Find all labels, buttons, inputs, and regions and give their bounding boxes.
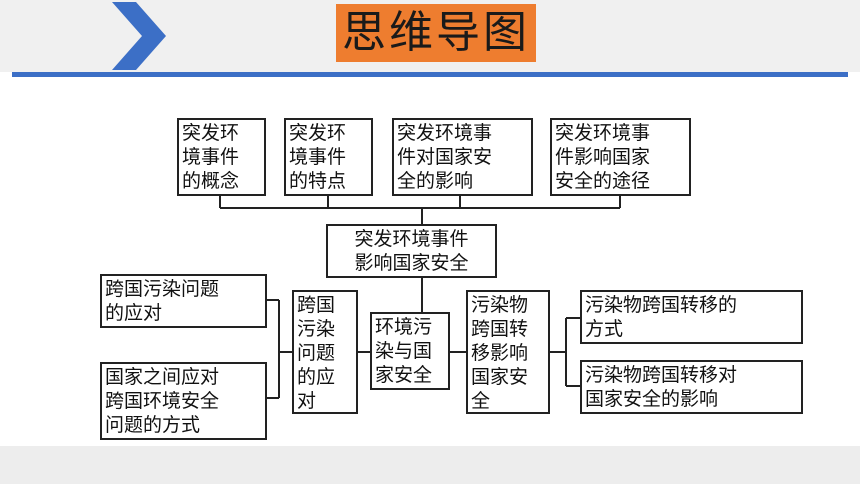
mindmap-leaf-transfer-methods: 污染物跨国转移的 方式 <box>580 290 803 344</box>
mindmap-leaf-response: 跨国污染问题 的应对 <box>100 274 267 328</box>
slide-title: 思维导图 <box>336 4 536 62</box>
footer-band <box>0 446 860 484</box>
mindmap-root-node: 突发环境事件 影响国家安全 <box>326 224 497 278</box>
mindmap-node-characteristics: 突发环 境事件 的特点 <box>284 118 373 196</box>
mindmap-node-transnational-response: 跨国 污染 问题 的应 对 <box>292 290 358 414</box>
mindmap-node-pathways: 突发环境事 件影响国家 安全的途径 <box>550 118 691 196</box>
mindmap-leaf-transfer-effects: 污染物跨国转移对 国家安全的影响 <box>580 360 803 414</box>
mindmap-node-transfer-impact: 污染物 跨国转 移影响 国家安 全 <box>466 290 550 414</box>
chevron-right-icon <box>112 2 166 70</box>
mindmap-node-pollution-security: 环境污 染与国 家安全 <box>370 312 450 390</box>
mindmap-node-concept: 突发环 境事件 的概念 <box>177 118 266 196</box>
mindmap-node-impact: 突发环境事 件对国家安 全的影响 <box>392 118 533 196</box>
title-underline <box>12 72 848 77</box>
mindmap-leaf-approaches: 国家之间应对 跨国环境安全 问题的方式 <box>100 362 267 440</box>
